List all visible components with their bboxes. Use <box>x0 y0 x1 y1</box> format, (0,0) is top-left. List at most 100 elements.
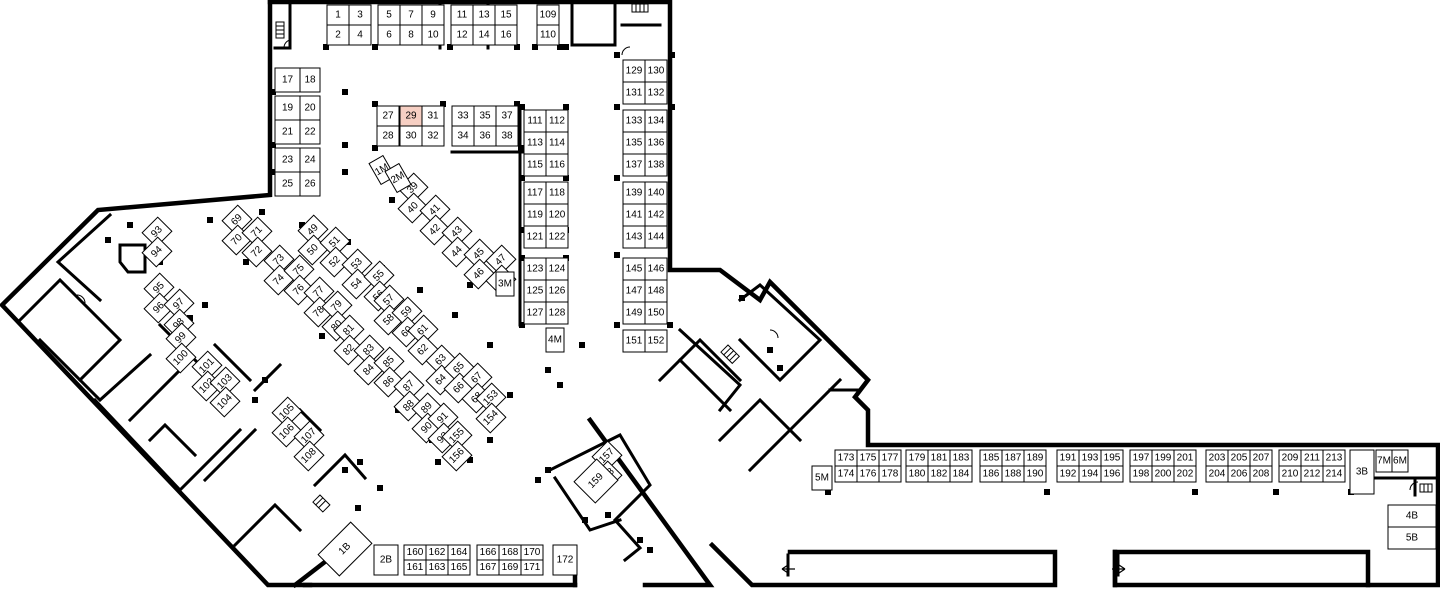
parking-spot[interactable]: 155 <box>441 420 473 452</box>
parking-spot[interactable]: 29 <box>399 105 423 127</box>
parking-spot[interactable]: 115 <box>523 153 547 177</box>
parking-spot[interactable]: 19 <box>274 95 301 121</box>
parking-spot[interactable]: 201 <box>1173 449 1197 467</box>
parking-spot[interactable]: 24 <box>299 147 321 173</box>
parking-spot[interactable]: 176 <box>856 465 880 483</box>
parking-spot[interactable]: 205 <box>1227 449 1251 467</box>
parking-spot[interactable]: 6M <box>1391 449 1409 473</box>
parking-spot[interactable]: 182 <box>927 465 951 483</box>
parking-spot[interactable]: 34 <box>451 125 475 147</box>
parking-spot[interactable]: 61 <box>407 314 439 346</box>
parking-spot[interactable]: 196 <box>1100 465 1124 483</box>
parking-spot[interactable]: 10 <box>421 24 445 46</box>
parking-spot[interactable]: 111 <box>523 109 547 133</box>
parking-spot[interactable]: 42 <box>419 214 451 246</box>
parking-spot[interactable]: 36 <box>473 125 497 147</box>
parking-spot[interactable]: 1 <box>326 4 350 26</box>
parking-spot[interactable]: 200 <box>1151 465 1175 483</box>
parking-spot[interactable]: 187 <box>1001 449 1025 467</box>
parking-spot[interactable]: 203 <box>1205 449 1229 467</box>
parking-spot[interactable]: 106 <box>271 416 303 448</box>
parking-spot[interactable]: 43 <box>441 216 473 248</box>
parking-spot[interactable]: 4 <box>348 24 372 46</box>
parking-spot[interactable]: 21 <box>274 119 301 145</box>
parking-spot[interactable]: 209 <box>1278 449 1302 467</box>
parking-spot[interactable]: 124 <box>545 257 569 281</box>
parking-spot[interactable]: 2 <box>326 24 350 46</box>
parking-spot[interactable]: 25 <box>274 171 301 197</box>
parking-spot[interactable]: 55 <box>363 260 395 292</box>
parking-spot[interactable]: 82 <box>333 334 365 366</box>
parking-spot[interactable]: 65 <box>443 352 475 384</box>
parking-spot[interactable]: 3 <box>348 4 372 26</box>
parking-spot[interactable]: 169 <box>498 559 522 576</box>
parking-spot[interactable]: 192 <box>1056 465 1080 483</box>
parking-spot[interactable]: 143 <box>622 225 646 249</box>
parking-spot[interactable]: 133 <box>622 109 646 133</box>
parking-spot[interactable]: 97 <box>163 288 195 320</box>
parking-spot[interactable]: 35 <box>473 105 497 127</box>
parking-spot[interactable]: 166 <box>476 544 500 561</box>
parking-spot[interactable]: 47 <box>485 244 517 276</box>
parking-spot[interactable]: 213 <box>1322 449 1346 467</box>
parking-spot[interactable]: 194 <box>1078 465 1102 483</box>
parking-spot[interactable]: 41 <box>419 194 451 226</box>
parking-spot[interactable]: 107 <box>293 420 325 452</box>
parking-spot[interactable]: 121 <box>523 225 547 249</box>
parking-spot[interactable]: 161 <box>403 559 427 576</box>
parking-spot[interactable]: 119 <box>523 203 547 227</box>
parking-spot[interactable]: 151 <box>622 329 646 353</box>
parking-spot[interactable]: 199 <box>1151 449 1175 467</box>
parking-spot[interactable]: 130 <box>644 59 668 83</box>
parking-spot[interactable]: 100 <box>165 342 197 374</box>
parking-spot[interactable]: 167 <box>476 559 500 576</box>
parking-spot[interactable]: 104 <box>209 386 241 418</box>
parking-spot[interactable]: 73 <box>263 244 295 276</box>
parking-spot[interactable]: 147 <box>622 279 646 303</box>
parking-spot[interactable]: 193 <box>1078 449 1102 467</box>
parking-spot[interactable]: 9 <box>421 4 445 26</box>
parking-spot[interactable]: 139 <box>622 181 646 205</box>
parking-spot[interactable]: 94 <box>141 236 173 268</box>
parking-spot[interactable]: 95 <box>143 272 175 304</box>
parking-spot[interactable]: 63 <box>425 344 457 376</box>
parking-spot[interactable]: 141 <box>622 203 646 227</box>
parking-spot[interactable]: 79 <box>321 290 353 322</box>
parking-spot[interactable]: 26 <box>299 171 321 197</box>
parking-spot[interactable]: 81 <box>333 314 365 346</box>
parking-spot[interactable]: 30 <box>399 125 423 147</box>
parking-spot[interactable]: 170 <box>520 544 544 561</box>
parking-spot[interactable]: 156 <box>441 440 473 472</box>
parking-spot[interactable]: 160 <box>403 544 427 561</box>
parking-spot[interactable]: 105 <box>271 396 303 428</box>
parking-spot[interactable]: 202 <box>1173 465 1197 483</box>
parking-spot[interactable]: 49 <box>297 214 329 246</box>
parking-spot[interactable]: 2B <box>373 544 399 576</box>
parking-spot[interactable]: 3B <box>1349 449 1375 495</box>
parking-spot[interactable]: 144 <box>644 225 668 249</box>
parking-spot[interactable]: 149 <box>622 301 646 325</box>
parking-spot[interactable]: 8 <box>399 24 423 46</box>
parking-spot[interactable]: 164 <box>447 544 471 561</box>
parking-spot[interactable]: 191 <box>1056 449 1080 467</box>
parking-spot[interactable]: 44 <box>441 236 473 268</box>
parking-spot[interactable]: 125 <box>523 279 547 303</box>
parking-spot[interactable]: 72 <box>241 236 273 268</box>
parking-spot[interactable]: 198 <box>1129 465 1153 483</box>
parking-spot[interactable]: 136 <box>644 131 668 155</box>
parking-spot[interactable]: 108 <box>293 440 325 472</box>
parking-spot[interactable]: 75 <box>283 254 315 286</box>
parking-spot[interactable]: 71 <box>241 216 273 248</box>
parking-spot[interactable]: 112 <box>545 109 569 133</box>
parking-spot[interactable]: 162 <box>425 544 449 561</box>
parking-spot[interactable]: 181 <box>927 449 951 467</box>
parking-spot[interactable]: 183 <box>949 449 973 467</box>
parking-spot[interactable]: 186 <box>979 465 1003 483</box>
parking-spot[interactable]: 135 <box>622 131 646 155</box>
parking-spot[interactable]: 122 <box>545 225 569 249</box>
parking-spot[interactable]: 148 <box>644 279 668 303</box>
parking-spot[interactable]: 146 <box>644 257 668 281</box>
parking-spot[interactable]: 168 <box>498 544 522 561</box>
parking-spot[interactable]: 118 <box>545 181 569 205</box>
parking-spot[interactable]: 113 <box>523 131 547 155</box>
